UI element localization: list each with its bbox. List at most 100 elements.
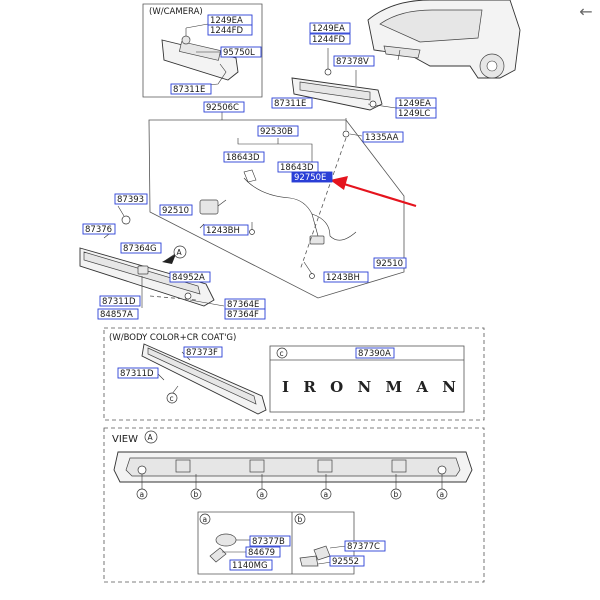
view-callout-text: A xyxy=(148,433,154,442)
svg-text:b: b xyxy=(394,490,399,499)
part-number-box xyxy=(117,367,159,379)
part-number-84679[interactable]: 84679 xyxy=(245,546,281,558)
part-number-text: 87311D xyxy=(102,297,136,307)
arrow-left-icon[interactable]: ← xyxy=(579,2,593,21)
part-number-87390a[interactable]: 87390A xyxy=(355,347,395,359)
part-number-text: 84679 xyxy=(248,548,275,558)
part-number-92510-r[interactable]: 92510 xyxy=(373,257,407,269)
part-number-box xyxy=(271,97,313,109)
part-number-87373f[interactable]: 87373F xyxy=(183,346,223,358)
part-number-text: 18643D xyxy=(226,153,260,163)
part-number-text: 87364E xyxy=(227,300,259,310)
part-number-1335aa[interactable]: 1335AA xyxy=(362,131,404,143)
part-number-87364g[interactable]: 87364G xyxy=(120,242,162,254)
part-number-box xyxy=(203,101,245,113)
part-number-92530b[interactable]: 92530B xyxy=(257,125,299,137)
car-rear-sketch xyxy=(367,0,521,79)
part-number-box xyxy=(245,546,281,558)
part-number-text: 84857A xyxy=(100,310,133,320)
part-number-text: 87364G xyxy=(123,244,157,254)
part-number-text: 1249LC xyxy=(398,109,430,119)
part-number-box xyxy=(291,171,333,183)
part-number-87378v[interactable]: 87378V xyxy=(333,55,375,67)
part-number-box xyxy=(207,24,253,36)
part-number-box xyxy=(355,347,395,359)
part-number-87311e-top[interactable]: 87311E xyxy=(271,97,313,109)
part-number-box xyxy=(220,46,262,58)
part-number-text: 92510 xyxy=(376,259,403,269)
part-number-box xyxy=(114,193,148,205)
svg-text:a: a xyxy=(203,515,208,524)
part-number-87311d[interactable]: 87311D xyxy=(99,295,141,307)
part-number-87364e[interactable]: 87364E xyxy=(224,298,266,310)
part-number-box xyxy=(309,22,351,34)
part-number-text: 87373F xyxy=(186,348,218,358)
circle-c-text-table: c xyxy=(280,349,284,358)
part-labels: 1249EA1244FD95750L87311E1249EA1244FD8737… xyxy=(82,14,437,571)
part-number-87311d2[interactable]: 87311D xyxy=(117,367,159,379)
body-color-label: (W/BODY COLOR+CR COAT'G) xyxy=(109,333,236,343)
part-number-87377c[interactable]: 87377C xyxy=(344,540,386,552)
svg-text:a: a xyxy=(260,490,265,499)
part-number-box xyxy=(120,242,162,254)
part-number-text: 1249EA xyxy=(210,16,243,26)
part-number-box xyxy=(223,151,265,163)
part-number-1249ea-cam[interactable]: 1249EA xyxy=(207,14,253,26)
part-number-1244fd-top[interactable]: 1244FD xyxy=(309,33,351,45)
part-number-box xyxy=(395,107,437,119)
part-number-text: 87311E xyxy=(274,99,306,109)
part-number-18643d-b[interactable]: 18643D xyxy=(277,161,319,173)
part-number-text: 87377B xyxy=(252,537,285,547)
part-number-95750l[interactable]: 95750L xyxy=(220,46,262,58)
part-number-text: 18643D xyxy=(280,163,314,173)
part-number-87393[interactable]: 87393 xyxy=(114,193,148,205)
part-number-1243bh-r[interactable]: 1243BH xyxy=(323,271,369,283)
part-number-box xyxy=(249,535,291,547)
part-number-text: 92506C xyxy=(206,103,239,113)
part-number-text: 1335AA xyxy=(365,133,399,143)
harness-section xyxy=(148,112,405,299)
part-number-87377b[interactable]: 87377B xyxy=(249,535,291,547)
part-number-87311e-cam[interactable]: 87311E xyxy=(170,83,212,95)
part-number-87376[interactable]: 87376 xyxy=(82,223,116,235)
part-number-92506c[interactable]: 92506C xyxy=(203,101,245,113)
part-number-1249lc[interactable]: 1249LC xyxy=(395,107,437,119)
part-number-box xyxy=(97,308,139,320)
part-number-1140mg[interactable]: 1140MG xyxy=(229,559,273,571)
part-number-92552[interactable]: 92552 xyxy=(329,555,365,567)
part-number-box xyxy=(329,555,365,567)
part-number-text: 1244FD xyxy=(312,35,346,45)
part-number-1243bh-l[interactable]: 1243BH xyxy=(203,224,249,236)
part-number-18643d-a[interactable]: 18643D xyxy=(223,151,265,163)
part-number-box xyxy=(229,559,273,571)
part-number-92510-l[interactable]: 92510 xyxy=(159,204,193,216)
part-number-box xyxy=(323,271,369,283)
view-label: VIEW xyxy=(112,434,138,445)
part-number-text: 87311D xyxy=(120,369,154,379)
part-number-1244fd-cam[interactable]: 1244FD xyxy=(207,24,253,36)
svg-text:a: a xyxy=(440,490,445,499)
callout-a-circle xyxy=(173,245,187,259)
part-number-text: 1244FD xyxy=(210,26,244,36)
part-number-text: 87311E xyxy=(173,85,205,95)
part-number-87364f[interactable]: 87364F xyxy=(224,308,266,320)
part-number-text: 92510 xyxy=(162,206,189,216)
svg-text:a: a xyxy=(324,490,329,499)
svg-text:b: b xyxy=(194,490,199,499)
part-number-box xyxy=(333,55,375,67)
part-number-1249ea-top[interactable]: 1249EA xyxy=(309,22,351,34)
part-number-84952a[interactable]: 84952A xyxy=(169,271,211,283)
part-number-box xyxy=(344,540,386,552)
part-number-text: 87378V xyxy=(336,57,369,67)
part-number-84857a[interactable]: 84857A xyxy=(97,308,139,320)
view-a-section: VIEW xyxy=(103,427,485,583)
circle-c-marker xyxy=(166,392,178,404)
callout-a-text: A xyxy=(177,248,183,257)
part-number-text: 92530B xyxy=(260,127,293,137)
part-number-text: 84952A xyxy=(172,273,205,283)
part-number-92750e[interactable]: 92750E xyxy=(291,171,333,183)
part-number-1249ea-r[interactable]: 1249EA xyxy=(395,97,437,109)
part-number-box xyxy=(309,33,351,45)
part-number-text: 87393 xyxy=(117,195,144,205)
